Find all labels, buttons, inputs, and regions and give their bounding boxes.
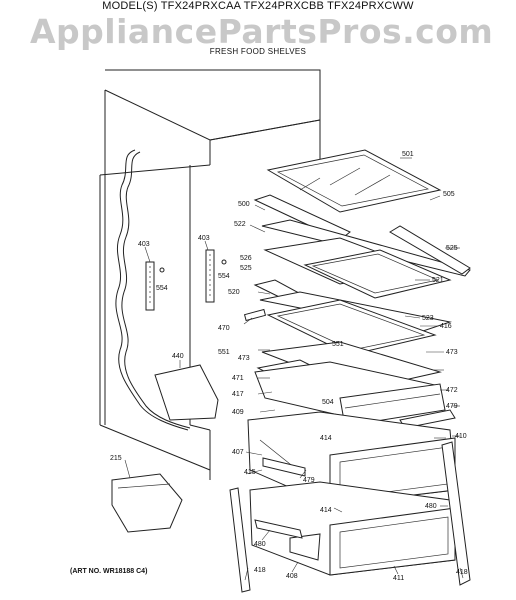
callout-479-right: 479 xyxy=(446,403,458,410)
cabinet-outline xyxy=(99,69,321,480)
glass-shelf-middle xyxy=(263,237,452,299)
callout-526: 526 xyxy=(240,255,252,262)
callout-525-left: 525 xyxy=(240,265,252,272)
callout-500: 500 xyxy=(238,201,250,208)
section-title: FRESH FOOD SHELVES xyxy=(209,47,307,56)
glass-shelf-top xyxy=(266,149,442,213)
callout-417: 417 xyxy=(232,391,244,398)
callout-522: 522 xyxy=(234,221,246,228)
callout-440: 440 xyxy=(172,353,184,360)
callout-407: 407 xyxy=(232,449,244,456)
callout-215: 215 xyxy=(110,455,122,462)
callout-551-left: 551 xyxy=(218,349,230,356)
callout-480-right: 480 xyxy=(425,503,437,510)
callout-551-right: 551 xyxy=(332,341,344,348)
lower-crisper-drawer xyxy=(249,481,456,576)
callout-416: 416 xyxy=(440,323,452,330)
callout-479-center: 479 xyxy=(303,477,315,484)
callout-520: 520 xyxy=(228,289,240,296)
side-rails xyxy=(229,441,471,593)
callout-554-right: 554 xyxy=(218,273,230,280)
shelf-divider xyxy=(243,308,267,322)
callout-473-right: 473 xyxy=(446,349,458,356)
callout-505: 505 xyxy=(443,191,455,198)
callout-418-left: 418 xyxy=(254,567,266,574)
callout-523: 523 xyxy=(422,315,434,322)
callout-480-left: 480 xyxy=(254,541,266,548)
callout-414-lower: 414 xyxy=(320,507,332,514)
callout-414-upper: 414 xyxy=(320,435,332,442)
callout-501: 501 xyxy=(402,151,414,158)
callout-473-left: 473 xyxy=(238,355,250,362)
crisper-cover xyxy=(254,341,446,427)
shelf-frame-lower xyxy=(253,279,452,356)
callout-411: 411 xyxy=(393,575,404,582)
crisper-support-bracket xyxy=(154,364,219,421)
callout-403-right: 403 xyxy=(198,235,210,242)
callout-472: 472 xyxy=(446,387,458,394)
model-list-title: MODEL(S) TFX24PRXCAA TFX24PRXCBB TFX24PR… xyxy=(102,0,414,12)
small-bin xyxy=(111,473,183,533)
callout-403-left: 403 xyxy=(138,241,150,248)
callout-471: 471 xyxy=(232,375,244,382)
site-watermark: AppliancePartsPros.com xyxy=(30,12,494,51)
callout-554-left: 554 xyxy=(156,285,168,292)
callout-410: 410 xyxy=(455,433,467,440)
callout-418-right: 418 xyxy=(456,569,468,576)
callout-409: 409 xyxy=(232,409,244,416)
callout-504: 504 xyxy=(322,399,334,406)
callout-521: 521 xyxy=(432,277,444,284)
shelf-support-right xyxy=(205,249,227,303)
callout-415: 415 xyxy=(244,469,256,476)
callout-408: 408 xyxy=(286,573,298,580)
art-number: (ART NO. WR18188 C4) xyxy=(70,568,148,575)
callout-525-right: 525 xyxy=(446,245,458,252)
callout-470: 470 xyxy=(218,325,230,332)
callout-leaders xyxy=(124,157,464,581)
